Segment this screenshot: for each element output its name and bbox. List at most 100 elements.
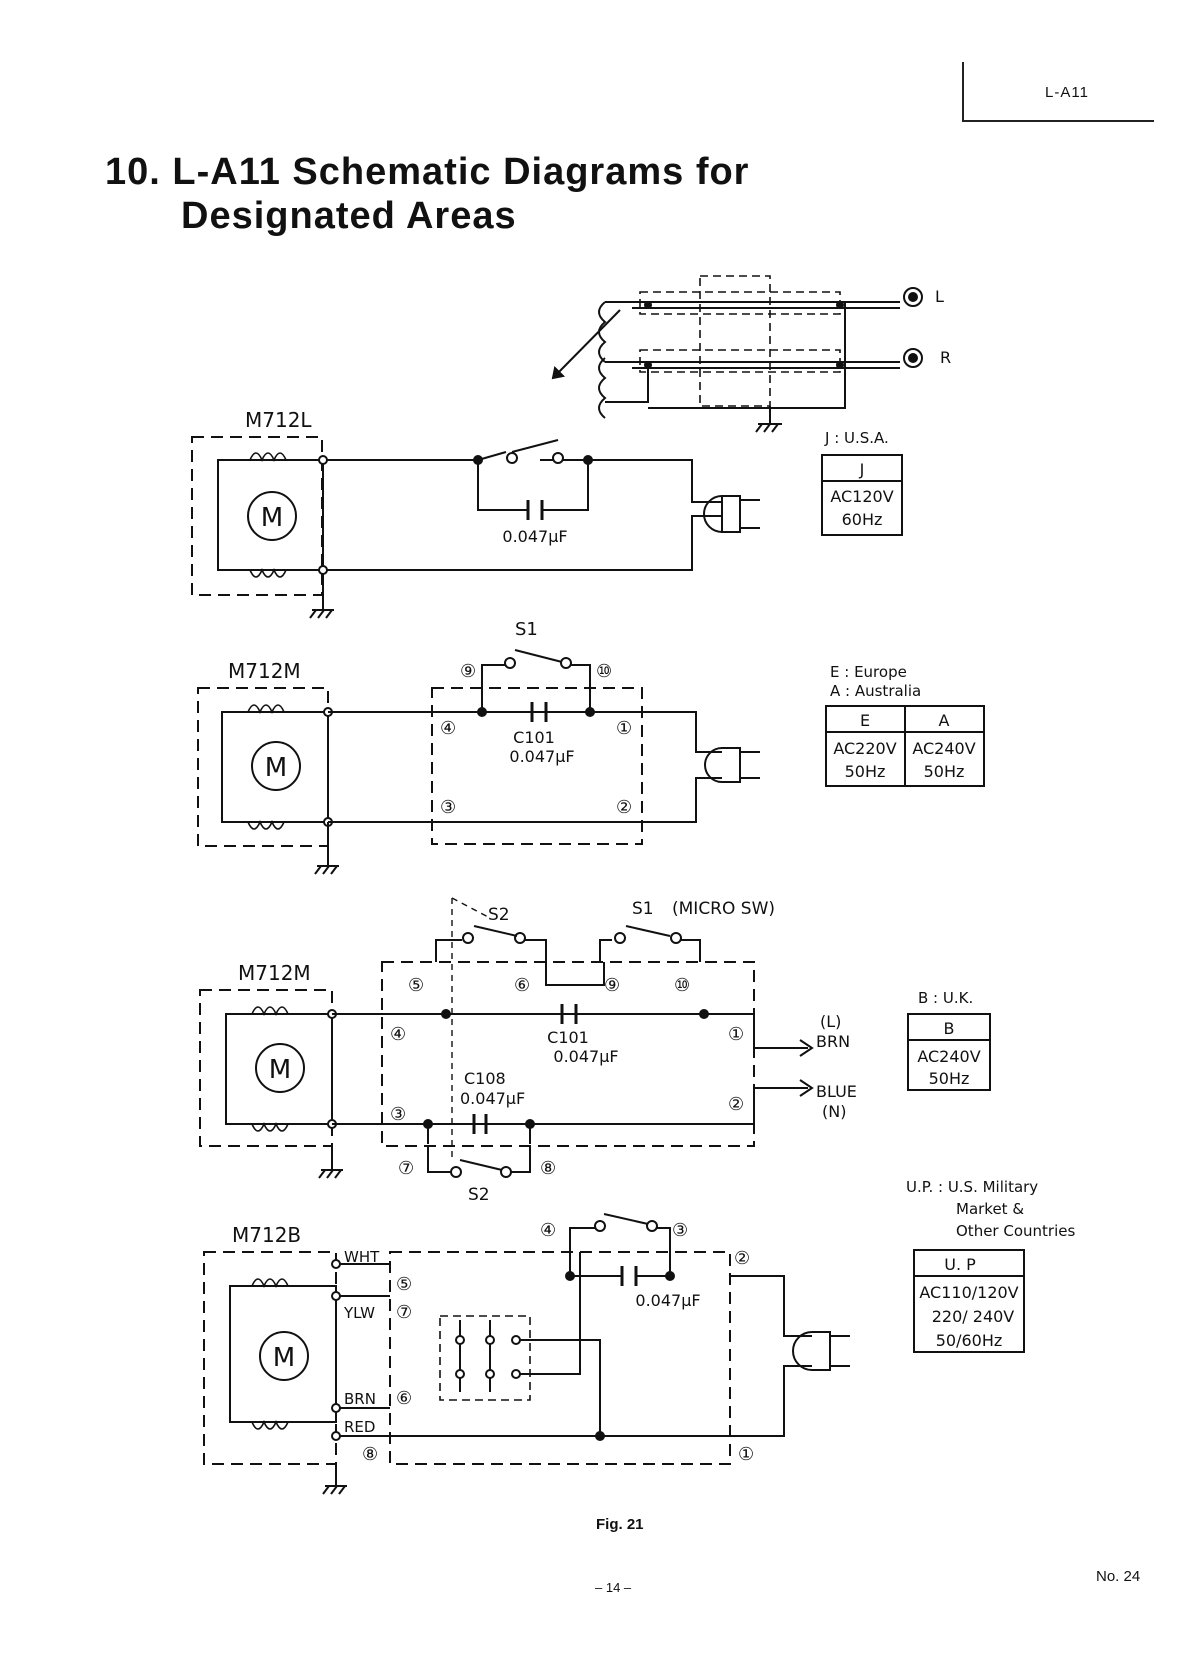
title-line-1: 10. L-A11 Schematic Diagrams for <box>105 151 750 193</box>
terminal-8: ⑧ <box>540 1158 556 1179</box>
terminal-3: ③ <box>672 1220 688 1241</box>
motor-symbol: M <box>269 1055 291 1085</box>
motor-icon <box>247 491 297 541</box>
motor-label-m712l: M712L <box>245 408 312 432</box>
terminal-8: ⑧ <box>362 1444 378 1465</box>
circuit-europe: M712M M S1 C101 0.047µF ⑨ ⑩ ④ ① ③ ② E : … <box>197 619 985 875</box>
table-cell: AC240V <box>917 1047 980 1066</box>
table-header: A <box>939 711 950 730</box>
terminal-4: ④ <box>540 1220 556 1241</box>
motor-icon <box>251 741 301 791</box>
table-cell: AC240V <box>912 739 975 758</box>
figure-caption: Fig. 21 <box>596 1516 644 1533</box>
cap-value-up: 0.047µF <box>635 1291 700 1310</box>
table-cell: 50Hz <box>845 762 886 781</box>
terminal-3: ③ <box>390 1104 406 1125</box>
document-number: No. 24 <box>1096 1568 1141 1585</box>
pickup-r-label: R <box>940 348 951 367</box>
cap-value-c101: 0.047µF <box>509 747 574 766</box>
table-cell: 60Hz <box>842 510 883 529</box>
cap-name-c108: C108 <box>464 1069 506 1088</box>
terminal-10: ⑩ <box>674 975 690 996</box>
switch-s1-label: S1 <box>515 619 538 640</box>
switch-s1-label: S1 <box>632 899 654 919</box>
terminal-9: ⑨ <box>460 661 476 682</box>
circuit-up: M712B M WHT YLW BRN RED ④ ③ ② ⑤ ⑦ ⑥ ⑧ ① … <box>203 1178 1075 1495</box>
table-cell: 50Hz <box>929 1069 970 1088</box>
switch-s2-label-bottom: S2 <box>468 1185 490 1205</box>
pickup-l-label: L <box>935 287 944 306</box>
terminal-5: ⑤ <box>408 975 424 996</box>
table-cell: AC120V <box>830 487 893 506</box>
table-cell: 220/ 240V <box>932 1307 1015 1326</box>
table-header: U. P <box>944 1255 976 1274</box>
cap-name-c101: C101 <box>513 728 555 747</box>
terminal-1: ① <box>728 1024 744 1045</box>
motor-label-m712b: M712B <box>232 1223 301 1247</box>
terminal-2: ② <box>734 1248 750 1269</box>
table-header: J <box>859 460 865 479</box>
terminal-4: ④ <box>390 1024 406 1045</box>
terminal-7: ⑦ <box>396 1302 412 1323</box>
motor-symbol: M <box>265 753 287 783</box>
wire-ylw-label: YLW <box>343 1304 375 1322</box>
spec-table-up: U. P AC110/120V 220/ 240V 50/60Hz <box>913 1249 1025 1353</box>
circuit-uk: M712M M (L) BRN BLUE (N) S2 S1 (MICRO SW… <box>199 897 991 1205</box>
motor-label-m712m: M712M <box>228 659 301 683</box>
terminal-4: ④ <box>440 718 456 739</box>
terminal-6: ⑥ <box>396 1388 412 1409</box>
table-cell: 50Hz <box>924 762 965 781</box>
micro-switch-label: (MICRO SW) <box>672 899 775 919</box>
table-header: B <box>944 1019 955 1038</box>
region-note-australia: A : Australia <box>830 682 921 700</box>
terminal-1: ① <box>738 1444 754 1465</box>
circuit-usa: M712L M 0.047µF J : U.S.A. J AC120V 60Hz <box>191 408 903 619</box>
motor-label-m712m-uk: M712M <box>238 961 311 985</box>
terminal-3: ③ <box>440 797 456 818</box>
title-line-2: Designated Areas <box>181 195 517 237</box>
spec-table-usa: J AC120V 60Hz <box>821 454 903 536</box>
spec-table-uk: B AC240V 50Hz <box>907 1013 991 1091</box>
region-note-up-1: U.P. : U.S. Military <box>906 1178 1038 1196</box>
region-note-uk: B : U.K. <box>918 989 973 1007</box>
table-cell: AC110/120V <box>919 1283 1018 1302</box>
terminal-9: ⑨ <box>604 975 620 996</box>
wire-brn-label: BRN <box>344 1390 376 1408</box>
terminal-10: ⑩ <box>596 661 612 682</box>
page-number: – 14 – <box>595 1580 632 1595</box>
header-code: L-A11 <box>1045 84 1089 101</box>
wire-brn-label: BRN <box>816 1032 850 1051</box>
wire-blue-label: BLUE <box>816 1082 857 1101</box>
region-note-up-2: Market & <box>956 1200 1024 1218</box>
header-box <box>962 62 1154 122</box>
terminal-7: ⑦ <box>398 1158 414 1179</box>
motor-symbol: M <box>273 1343 295 1373</box>
terminal-6: ⑥ <box>514 975 530 996</box>
spec-table-europe: E A AC220V AC240V 50Hz 50Hz <box>825 705 985 787</box>
motor-symbol: M <box>261 503 283 533</box>
wire-l-label: (L) <box>820 1012 841 1031</box>
terminal-2: ② <box>728 1094 744 1115</box>
cap-value-c108: 0.047µF <box>460 1089 525 1108</box>
switch-s2-label: S2 <box>488 905 510 925</box>
terminal-1: ① <box>616 718 632 739</box>
wire-n-label: (N) <box>822 1102 846 1121</box>
wire-red-label: RED <box>344 1418 375 1436</box>
table-cell: AC220V <box>833 739 896 758</box>
cap-name-c101-uk: C101 <box>547 1028 589 1047</box>
table-header: E <box>860 711 870 730</box>
region-note-europe: E : Europe <box>830 663 907 681</box>
cap-value-usa: 0.047µF <box>502 527 567 546</box>
motor-icon <box>259 1331 309 1381</box>
page-title: 10. L-A11 Schematic Diagrams for Designa… <box>105 150 749 238</box>
region-note-up-3: Other Countries <box>956 1222 1075 1240</box>
cap-value-c101-uk: 0.047µF <box>553 1047 618 1066</box>
pickup-cartridge: L R <box>551 275 951 433</box>
motor-icon <box>255 1043 305 1093</box>
wire-wht-label: WHT <box>344 1248 380 1266</box>
terminal-2: ② <box>616 797 632 818</box>
terminal-5: ⑤ <box>396 1274 412 1295</box>
region-note-usa: J : U.S.A. <box>824 429 889 447</box>
table-cell: 50/60Hz <box>936 1331 1003 1350</box>
